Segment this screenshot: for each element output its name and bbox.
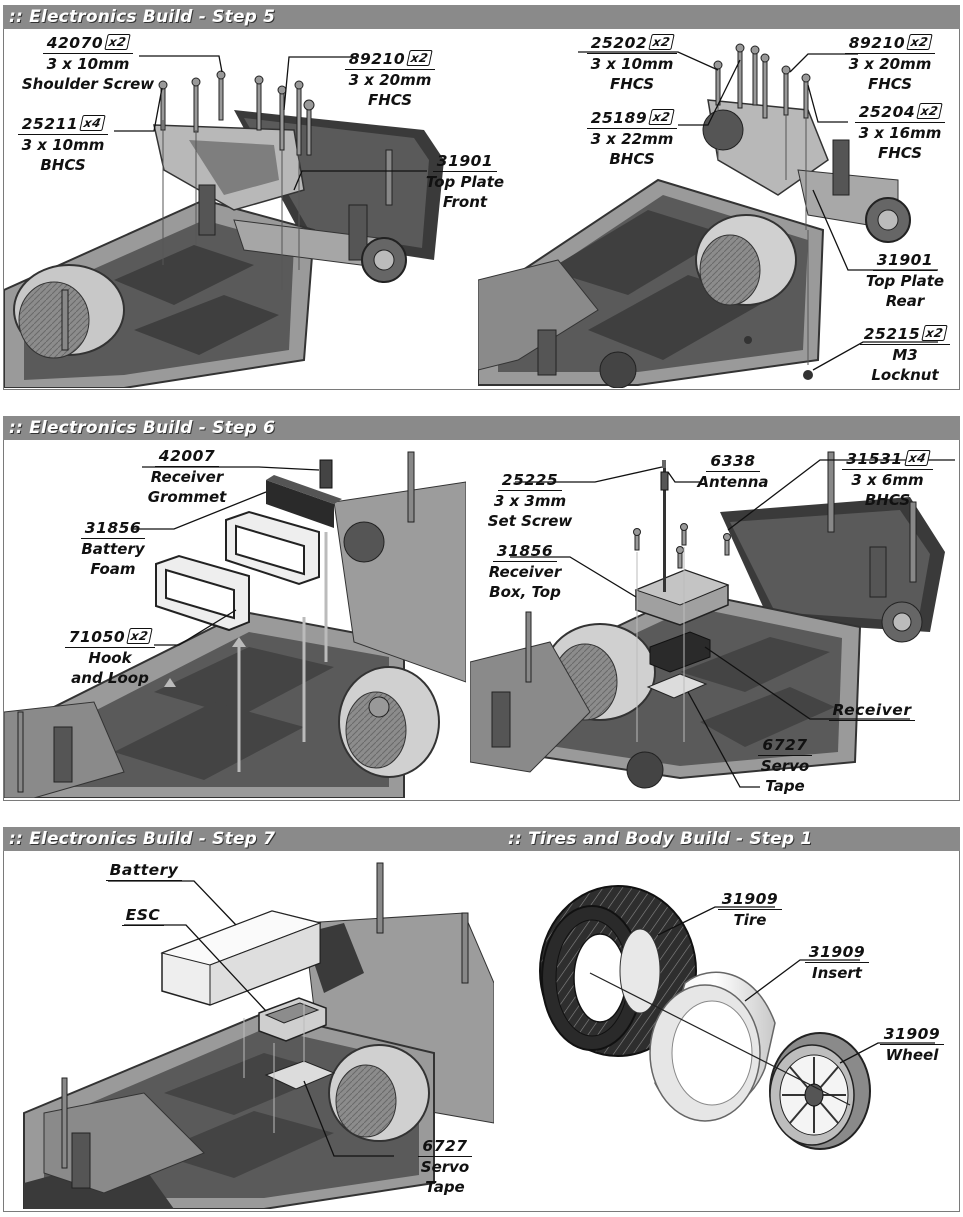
qty-badge: x2 <box>126 628 153 644</box>
step5-header-bar: :: Electronics Build - Step 5 <box>3 5 960 29</box>
qty-badge: x2 <box>406 50 433 66</box>
step6-receiver-illustration <box>470 451 955 789</box>
step5-chassis-front-illustration <box>4 55 444 388</box>
callout-receiver: Receiver <box>822 700 922 721</box>
callout-42007: 42007 Receiver Grommet <box>147 447 227 506</box>
qty-badge: x2 <box>916 103 943 119</box>
tire-shape <box>539 885 697 1057</box>
callout-insert: 31909 Insert <box>797 942 877 983</box>
callout-wheel: 31909 Wheel <box>872 1024 952 1065</box>
callout-6727-step6: 6727 Servo Tape <box>745 735 825 796</box>
qty-badge: x4 <box>903 450 931 466</box>
callout-25225: 25225 3 x 3mm Set Screw <box>487 471 573 530</box>
callout-esc: ESC <box>118 905 168 926</box>
qty-badge: x2 <box>906 34 933 50</box>
step5-title: :: Electronics Build - Step 5 <box>9 7 276 27</box>
step7-esc-battery-illustration <box>23 862 494 1209</box>
callout-6727-step7: 6727 Servo Tape <box>405 1136 485 1197</box>
step5-chassis-rear-illustration <box>478 43 938 388</box>
step6-battery-illustration <box>4 451 466 798</box>
wheel-shape <box>769 1032 871 1150</box>
step6-title: :: Electronics Build - Step 6 <box>9 418 276 438</box>
insert-shape <box>649 971 776 1122</box>
tire-wheel-illustration <box>539 885 935 1150</box>
callout-31901-front: 31901 Top Plate Front <box>425 152 505 211</box>
callout-31856-battery-foam: 31856 Battery Foam <box>80 519 146 578</box>
qty-badge: x2 <box>648 34 675 50</box>
callout-31901-rear: 31901 Top Plate Rear <box>865 251 945 310</box>
callout-6338: 6338 Antenna <box>697 452 769 491</box>
step7-title: :: Electronics Build - Step 7 <box>9 829 276 849</box>
qty-badge: x2 <box>104 34 131 50</box>
qty-badge: x4 <box>79 115 106 131</box>
step7-header-bar: :: Electronics Build - Step 7 :: Tires a… <box>3 827 960 851</box>
tires-step1-title: :: Tires and Body Build - Step 1 <box>508 829 813 849</box>
qty-badge: x2 <box>648 109 675 125</box>
callout-battery: Battery <box>104 860 184 881</box>
callout-tire: 31909 Tire <box>710 889 790 930</box>
qty-badge: x2 <box>921 325 948 341</box>
callout-31856-receiver-box: 31856 Receiver Box, Top <box>488 542 562 601</box>
step6-header-bar: :: Electronics Build - Step 6 <box>3 416 960 440</box>
